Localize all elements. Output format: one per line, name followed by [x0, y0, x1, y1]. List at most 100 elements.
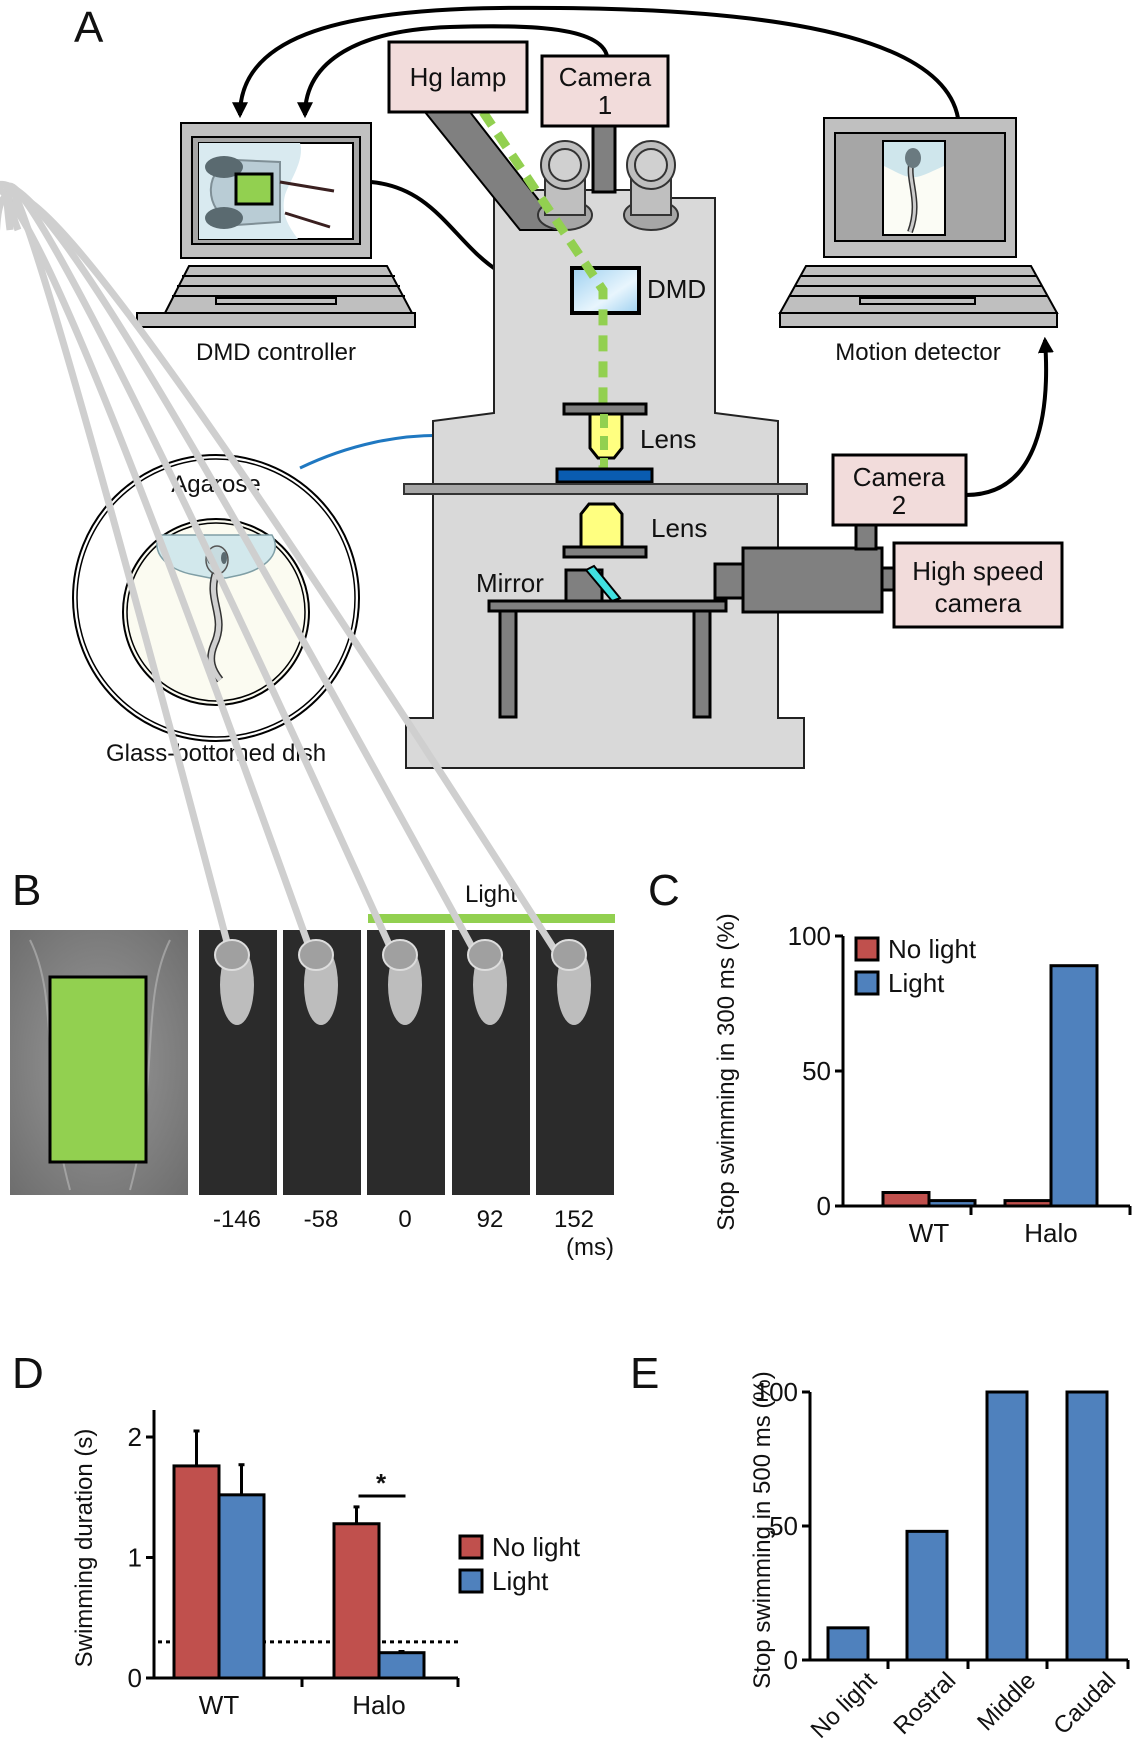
arrow-camera2-to-detector [965, 336, 1054, 497]
panel-letter-c: C [648, 866, 680, 915]
sample-dish [555, 467, 654, 484]
hg-lamp-label: Hg lamp [410, 62, 507, 92]
camera1-label-line2: 1 [598, 90, 612, 120]
bar [905, 1529, 949, 1662]
legend-label: Light [888, 968, 945, 998]
larva-head [382, 939, 418, 971]
larva-head [298, 939, 334, 971]
camera1-label-line1: Camera [559, 62, 652, 92]
dish-label: Glass-bottomed dish [106, 740, 326, 767]
frame-time-unit: (ms) [566, 1234, 614, 1261]
panel-letter-a: A [74, 3, 104, 52]
light-label: Light [465, 881, 517, 908]
lower-lens [579, 502, 624, 549]
bar [1049, 964, 1099, 1208]
x-tick-label: Halo [1024, 1218, 1077, 1248]
panel-letter-b: B [12, 866, 41, 915]
chart-c-ylabel: Stop swimming in 300 ms (%) [713, 913, 740, 1230]
chart-e-ylabel: Stop swimming in 500 ms (%) [749, 1371, 776, 1688]
frame-time-label: -58 [304, 1206, 339, 1233]
panel-letter-d: D [12, 1349, 44, 1398]
arrow-camera1-to-controller [297, 24, 609, 119]
dmd-chip [570, 266, 641, 315]
illumination-region [48, 975, 148, 1164]
legend-swatch [458, 1534, 484, 1560]
table-leg-right [692, 609, 712, 719]
significance-marker: * [376, 1468, 387, 1498]
legend-swatch [854, 970, 880, 996]
bar [985, 1390, 1029, 1662]
camera2-label-line2: 2 [892, 490, 906, 520]
stim-region-rect [234, 172, 274, 206]
arrow-motion-to-controller [232, 5, 960, 119]
high-speed-label-line1: High speed [912, 556, 1044, 586]
table-leg-left [498, 609, 518, 719]
lower-lens-label: Lens [651, 513, 707, 543]
panel-a: A DMD [72, 3, 1064, 769]
frame-time-label: 92 [477, 1206, 504, 1233]
bar [332, 1522, 381, 1680]
bar [172, 1464, 221, 1680]
y-tick-label: 50 [769, 1511, 798, 1541]
legend-label: Light [492, 1566, 549, 1596]
chart-d-ylabel: Swimming duration (s) [71, 1429, 98, 1668]
upper-lens-label: Lens [640, 424, 696, 454]
larva-tail [0, 180, 494, 982]
camera2-stem [854, 523, 878, 551]
x-tick-label: Middle [972, 1667, 1041, 1736]
y-tick-label: 100 [788, 921, 831, 951]
frame-strip: -146 -58 0 92 152(ms) [0, 180, 614, 1261]
camera2-box: Camera 2 [831, 453, 968, 527]
bar [927, 1199, 977, 1208]
y-tick-label: 0 [817, 1191, 831, 1221]
larva-head [551, 939, 587, 971]
camera2-label-line1: Camera [853, 462, 946, 492]
x-tick-label: Caudal [1048, 1667, 1121, 1740]
y-tick-label: 1 [128, 1543, 142, 1573]
bar [826, 1626, 870, 1662]
high-speed-label-line2: camera [935, 588, 1022, 618]
frame-time-label: 152 [554, 1206, 594, 1233]
frame-time-label: 0 [398, 1206, 411, 1233]
motion-detector-label: Motion detector [835, 339, 1000, 366]
hg-lamp-box: Hg lamp [387, 40, 529, 114]
camera1-box: Camera 1 [540, 54, 670, 128]
y-tick-label: 0 [128, 1663, 142, 1693]
bar [217, 1493, 266, 1680]
x-tick-label: WT [909, 1218, 950, 1248]
frame-time-label: -146 [213, 1206, 261, 1233]
mirror-glass [584, 564, 622, 603]
camera1-stem [591, 124, 617, 194]
eyepiece-left [537, 140, 593, 231]
larva-head [467, 939, 503, 971]
eyepiece-right [623, 140, 679, 231]
larva-tail [0, 184, 325, 982]
dmd-controller-laptop [136, 122, 416, 328]
x-tick-label: Halo [352, 1690, 405, 1720]
y-tick-label: 2 [128, 1422, 142, 1452]
table-top [487, 599, 728, 613]
legend-label: No light [492, 1532, 581, 1562]
camera-connector [880, 566, 896, 592]
motion-detector-laptop [778, 117, 1059, 328]
dmd-controller-label: DMD controller [196, 339, 356, 366]
lower-lens-plate [562, 545, 648, 559]
legend-swatch [854, 936, 880, 962]
bar [1003, 1199, 1053, 1208]
larva-head [214, 939, 250, 971]
bar [881, 1191, 931, 1208]
legend-swatch [458, 1568, 484, 1594]
panel-letter-e: E [630, 1349, 659, 1398]
mirror-label: Mirror [476, 568, 544, 598]
larva-tail [0, 190, 577, 982]
stage [403, 483, 808, 495]
y-tick-label: 0 [784, 1645, 798, 1675]
panel-b: B Light -146 -58 0 92 152(ms) [0, 180, 615, 1261]
bar [377, 1651, 426, 1680]
x-tick-label: No light [806, 1667, 883, 1744]
x-tick-label: Rostral [888, 1667, 961, 1740]
